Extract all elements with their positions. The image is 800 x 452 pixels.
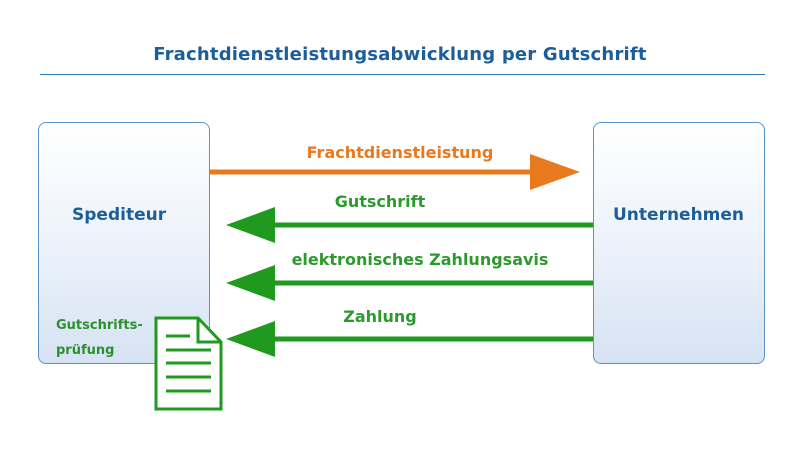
zahlung-label: Zahlung	[343, 307, 417, 326]
spediteur-label: Spediteur	[72, 205, 167, 225]
gutschriftspruefung-label-line2: prüfung	[56, 343, 115, 358]
gutschriftspruefung-label-line1: Gutschrifts-	[56, 318, 143, 333]
unternehmen-label: Unternehmen	[613, 205, 745, 225]
arrow-gutschrift	[226, 207, 593, 243]
zahlungsavis-label: elektronisches Zahlungsavis	[291, 250, 549, 269]
gutschrift-label: Gutschrift	[334, 192, 426, 211]
arrow-frachtdienstleistung	[210, 154, 580, 190]
arrow-zahlungsavis	[226, 265, 593, 301]
document-icon	[154, 316, 223, 411]
arrow-zahlung	[226, 321, 593, 357]
title-divider	[40, 74, 765, 75]
frachtdienstleistung-label: Frachtdienstleistung	[306, 143, 494, 162]
diagram-title: Frachtdienstleistungsabwicklung per Guts…	[153, 44, 647, 65]
unternehmen-box	[593, 122, 765, 364]
